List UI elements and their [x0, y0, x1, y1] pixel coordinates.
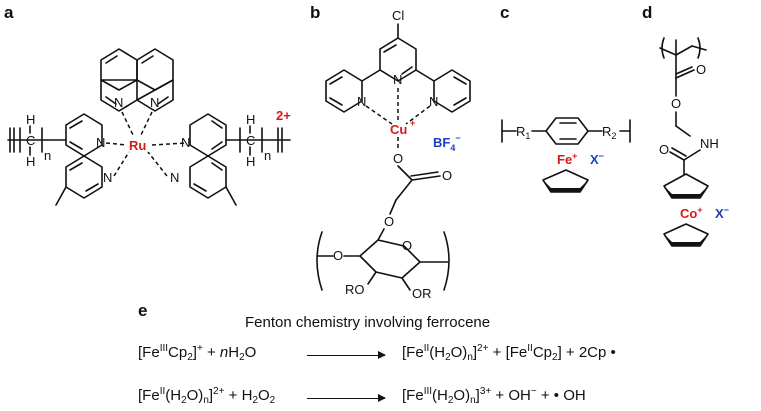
atom-or: OR	[412, 286, 432, 301]
atom-n-bpy-left-2: N	[103, 170, 112, 185]
atom-n-phen-2: N	[150, 95, 159, 110]
atom-o-ether: O	[384, 214, 394, 229]
metal-cu-charge: +	[410, 118, 415, 128]
counterion-x-c: X−	[590, 151, 604, 167]
atom-n-phen-1: N	[114, 95, 123, 110]
reaction-2-products: [FeIII(H2O)n]3+ + OH− + • OH	[402, 386, 586, 406]
atom-c-left: C	[26, 133, 35, 148]
reaction-2-arrow	[307, 394, 386, 402]
atom-h-right-top: H	[246, 112, 255, 127]
atom-o-carbonyl: O	[442, 168, 452, 183]
atom-n-right: N	[429, 94, 438, 109]
panel-b: b Cl N N N Cu + BF4− O O O	[310, 3, 471, 301]
panel-d: d O O NH O Co+ X−	[642, 3, 729, 247]
atom-h-left-top: H	[26, 112, 35, 127]
atom-c-right: C	[246, 133, 255, 148]
atom-cl: Cl	[392, 8, 404, 23]
atom-n-bpy-left-1: N	[96, 135, 105, 150]
atom-n-bpy-right-2: N	[170, 170, 179, 185]
reaction-1-arrow	[307, 351, 386, 359]
repeat-n-right: n	[264, 148, 271, 163]
panel-label-a: a	[4, 3, 14, 22]
atom-n-left: N	[357, 94, 366, 109]
metal-fe: Fe+	[557, 151, 577, 167]
panel-c: c R1 R2 Fe+ X−	[500, 3, 631, 193]
atom-ro: RO	[345, 282, 365, 297]
atom-o-amide: O	[659, 142, 669, 157]
metal-cu: Cu	[390, 122, 407, 137]
group-r2: R2	[602, 124, 616, 141]
panel-a: a N N Ru N N	[4, 3, 291, 206]
panel-label-e: e	[138, 301, 147, 320]
atom-n-center: N	[393, 72, 402, 87]
panel-label-c: c	[500, 3, 509, 22]
atom-nh: NH	[700, 136, 719, 151]
atom-o-ring: O	[402, 238, 412, 253]
panel-label-d: d	[642, 3, 652, 22]
repeat-n-left: n	[44, 148, 51, 163]
panel-label-b: b	[310, 3, 320, 22]
phenanthroline-ligand	[100, 48, 174, 112]
atom-h-left-bottom: H	[26, 154, 35, 169]
fenton-title: Fenton chemistry involving ferrocene	[245, 314, 491, 331]
reaction-1-reactants: [FeIIICp2]+ + nH2O	[138, 343, 257, 363]
metal-co: Co+	[680, 205, 703, 221]
complex-charge-a: 2+	[276, 108, 291, 123]
atom-o-ester: O	[393, 151, 403, 166]
atom-o-glyco: O	[333, 248, 343, 263]
atom-o-ester-d: O	[671, 96, 681, 111]
metal-ru: Ru	[129, 138, 146, 153]
atom-o-carbonyl-d: O	[696, 62, 706, 77]
atom-h-right-bottom: H	[246, 154, 255, 169]
counterion-x-d: X−	[715, 205, 729, 221]
reaction-1-products: [FeII(H2O)n]2+ + [FeIICp2] + 2Cp •	[402, 343, 616, 363]
counterion-bf4: BF4−	[433, 133, 461, 153]
group-r1: R1	[516, 124, 530, 141]
reaction-2-reactants: [FeII(H2O)n]2+ + H2O2	[138, 386, 276, 406]
atom-n-bpy-right-1: N	[181, 135, 190, 150]
